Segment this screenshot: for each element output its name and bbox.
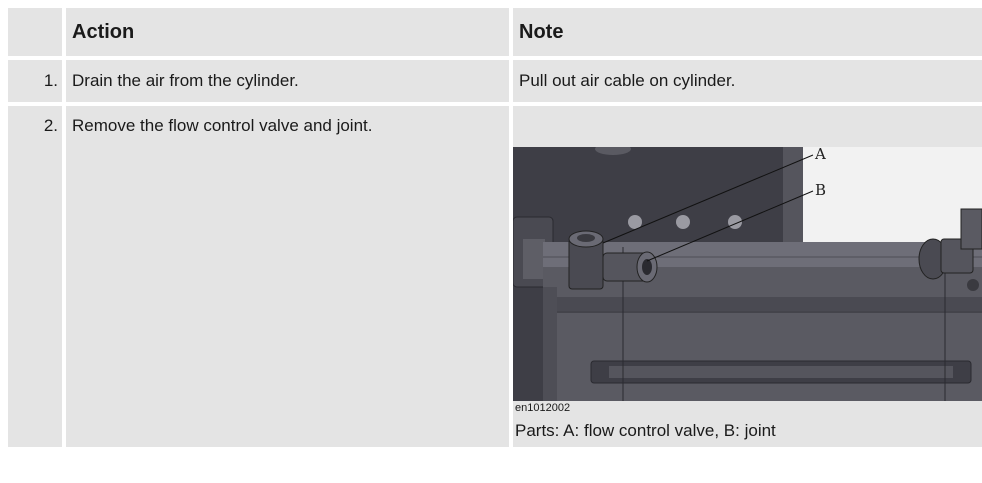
- table-row: 1. Drain the air from the cylinder. Pull…: [8, 60, 982, 102]
- figure-id: en1012002: [515, 402, 571, 414]
- step-number: 1.: [8, 60, 62, 102]
- callout-a-label: A: [814, 147, 826, 163]
- step-action: Remove the flow control valve and joint.: [66, 106, 509, 447]
- header-action: Action: [66, 8, 509, 56]
- cylinder-illustration: A B: [513, 147, 982, 401]
- table-header-row: Action Note: [8, 8, 982, 56]
- header-number: [8, 8, 62, 56]
- callout-b-label: B: [815, 181, 826, 199]
- figure-caption: Parts: A: flow control valve, B: joint: [515, 421, 776, 440]
- step-number: 2.: [8, 106, 62, 447]
- step-note: A B en1012002 Parts: A: flow control val…: [513, 106, 982, 447]
- header-note: Note: [513, 8, 982, 56]
- procedure-table: Action Note 1. Drain the air from the cy…: [8, 8, 982, 451]
- step-action: Drain the air from the cylinder.: [66, 60, 509, 102]
- step-note: Pull out air cable on cylinder.: [513, 60, 982, 102]
- table-row: 2. Remove the flow control valve and joi…: [8, 106, 982, 447]
